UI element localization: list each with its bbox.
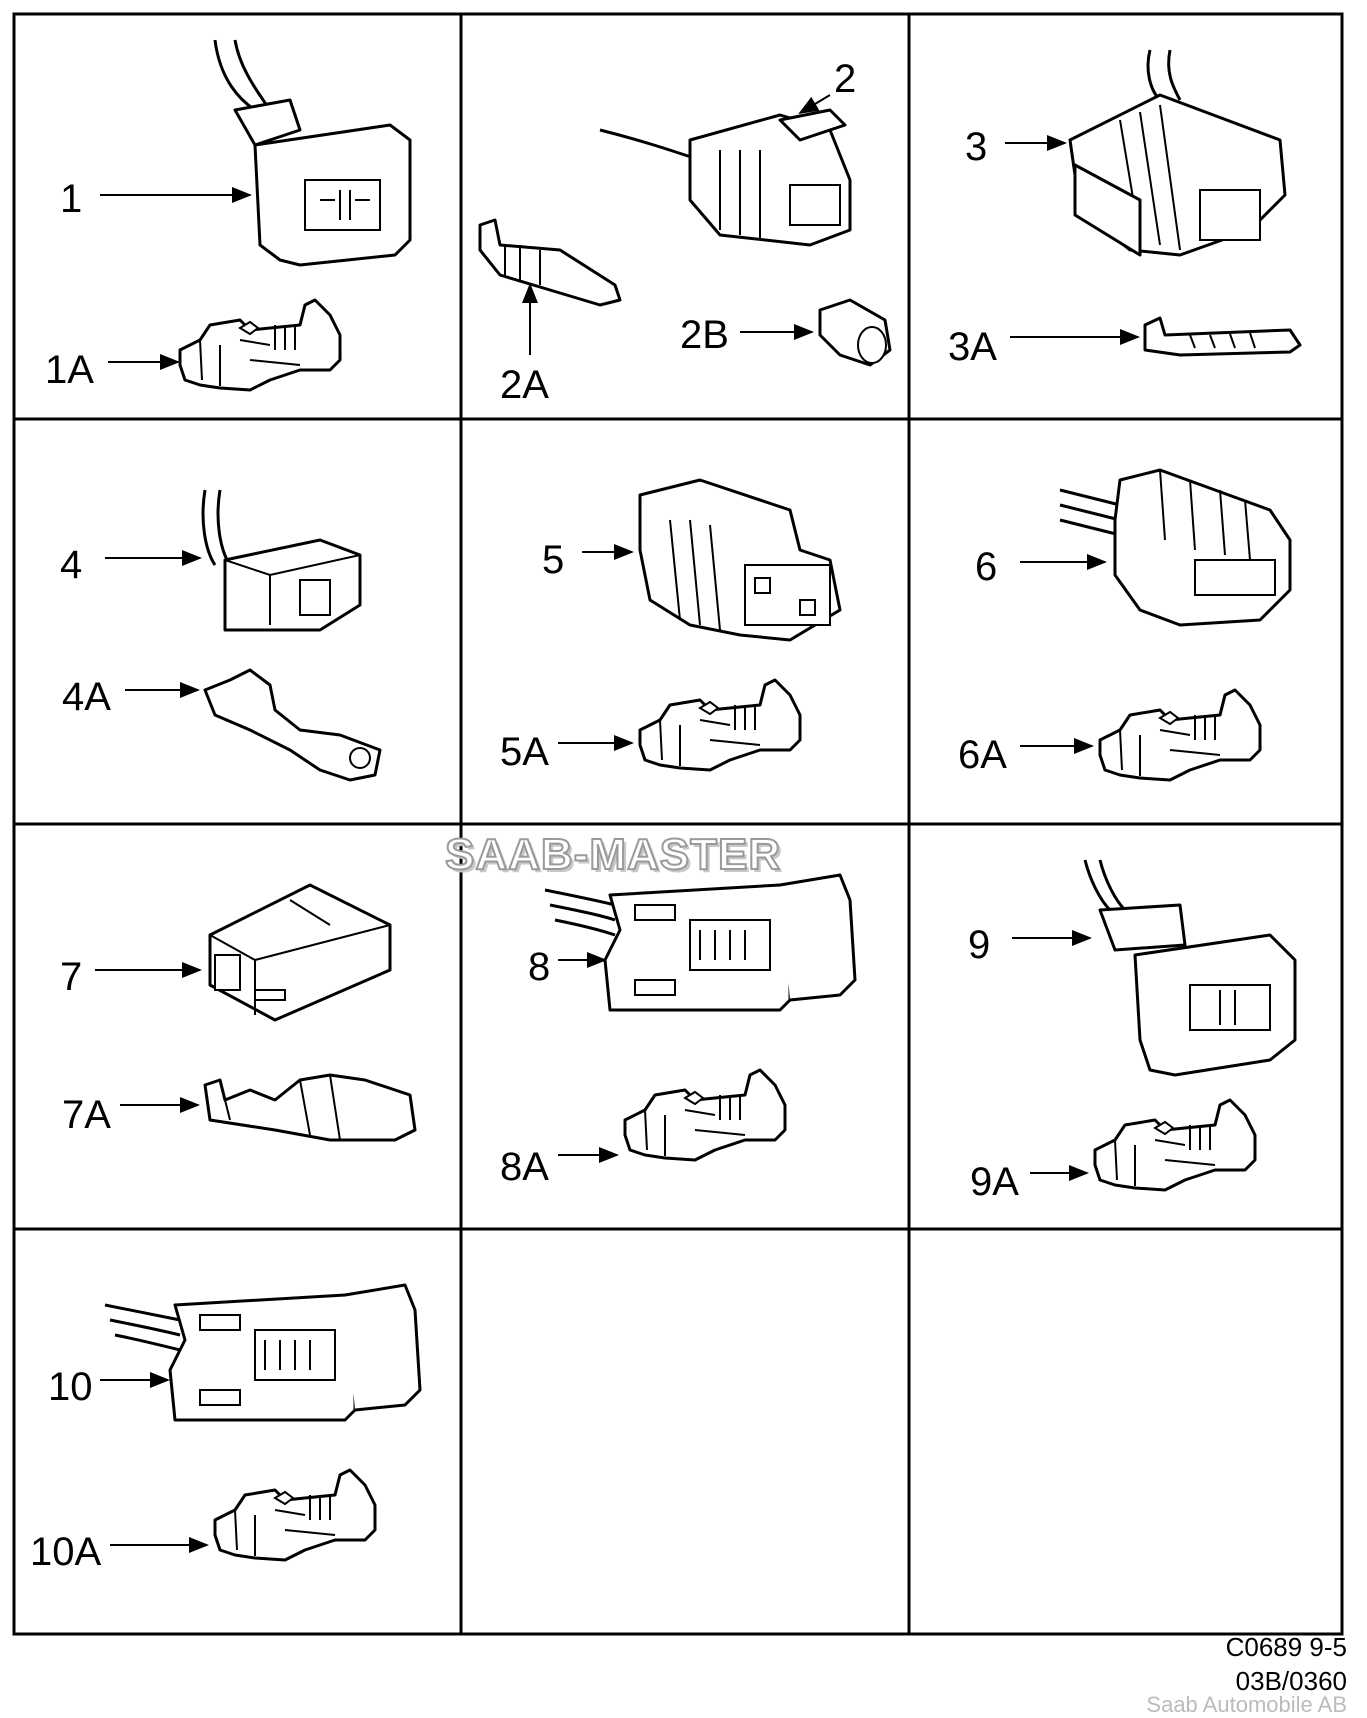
callout-3-label: 3 (965, 125, 987, 169)
drawing-code: C0689 9-5 (1225, 1632, 1347, 1662)
callout-3a-label: 3A (948, 325, 997, 369)
callout-1-label: 1 (60, 177, 82, 221)
callout-6a: 6A (958, 733, 1094, 777)
callout-4a-label: 4A (62, 675, 111, 719)
callout-8a-label: 8A (500, 1145, 549, 1189)
cell-8: 8 8A (500, 873, 857, 1189)
reference-code: 03B/0360 (1235, 1666, 1347, 1696)
grid-lines (12, 12, 1344, 1636)
callout-2a-label: 2A (500, 363, 549, 407)
callout-2: 2 (798, 57, 856, 115)
callout-2a: 2A (500, 283, 549, 407)
callout-8-label: 8 (528, 945, 550, 989)
callout-3a: 3A (948, 325, 1140, 369)
callout-1a-label: 1A (45, 348, 94, 392)
callout-3: 3 (965, 125, 1067, 169)
callout-7-label: 7 (60, 955, 82, 999)
copyright-text: Saab Automobile AB (1146, 1692, 1347, 1717)
callout-1: 1 (60, 177, 252, 221)
watermark: SAAB-MASTER (444, 829, 782, 880)
callout-6a-label: 6A (958, 733, 1007, 777)
callout-4-label: 4 (60, 543, 82, 587)
callout-2b-label: 2B (680, 313, 729, 357)
cell-3: 3 3A (948, 49, 1302, 369)
callout-1a: 1A (45, 348, 180, 392)
callout-10a-label: 10A (30, 1530, 101, 1574)
callout-9a: 9A (970, 1160, 1089, 1204)
callout-10: 10 (48, 1365, 170, 1409)
terminal-1a (178, 298, 342, 392)
cell-5: 5 5A (500, 478, 842, 774)
cell-7: 7 7A (60, 883, 417, 1142)
cell-6: 6 6A (958, 468, 1292, 782)
callout-7a-label: 7A (62, 1093, 111, 1137)
callout-9a-label: 9A (970, 1160, 1019, 1204)
callout-5a-label: 5A (500, 730, 549, 774)
callout-9: 9 (968, 923, 1092, 967)
cell-9: 9 9A (968, 859, 1297, 1204)
terminal-8a (623, 1068, 787, 1162)
terminal-9a (1093, 1098, 1257, 1192)
callout-7a: 7A (62, 1093, 200, 1137)
callout-5: 5 (542, 538, 634, 582)
callout-4a: 4A (62, 675, 200, 719)
callout-4: 4 (60, 543, 202, 587)
callout-10-label: 10 (48, 1365, 93, 1409)
cell-4: 4 4A (60, 489, 382, 782)
cell-10: 10 10A (30, 1283, 422, 1574)
callout-5a: 5A (500, 730, 634, 774)
callout-7: 7 (60, 955, 202, 999)
terminal-5a (638, 678, 802, 772)
callout-8: 8 (528, 945, 607, 989)
callout-6-label: 6 (975, 545, 997, 589)
callout-5-label: 5 (542, 538, 564, 582)
callout-2-label: 2 (834, 57, 856, 101)
terminal-6a (1098, 688, 1262, 782)
callout-10a: 10A (30, 1530, 209, 1574)
cell-1: 1 1A (45, 39, 412, 392)
cell-2: 2 2A 2B (478, 57, 892, 407)
callout-6: 6 (975, 545, 1107, 589)
callout-8a: 8A (500, 1145, 619, 1189)
terminal-10a (213, 1468, 377, 1562)
callout-9-label: 9 (968, 923, 990, 967)
callout-2b: 2B (680, 313, 814, 357)
